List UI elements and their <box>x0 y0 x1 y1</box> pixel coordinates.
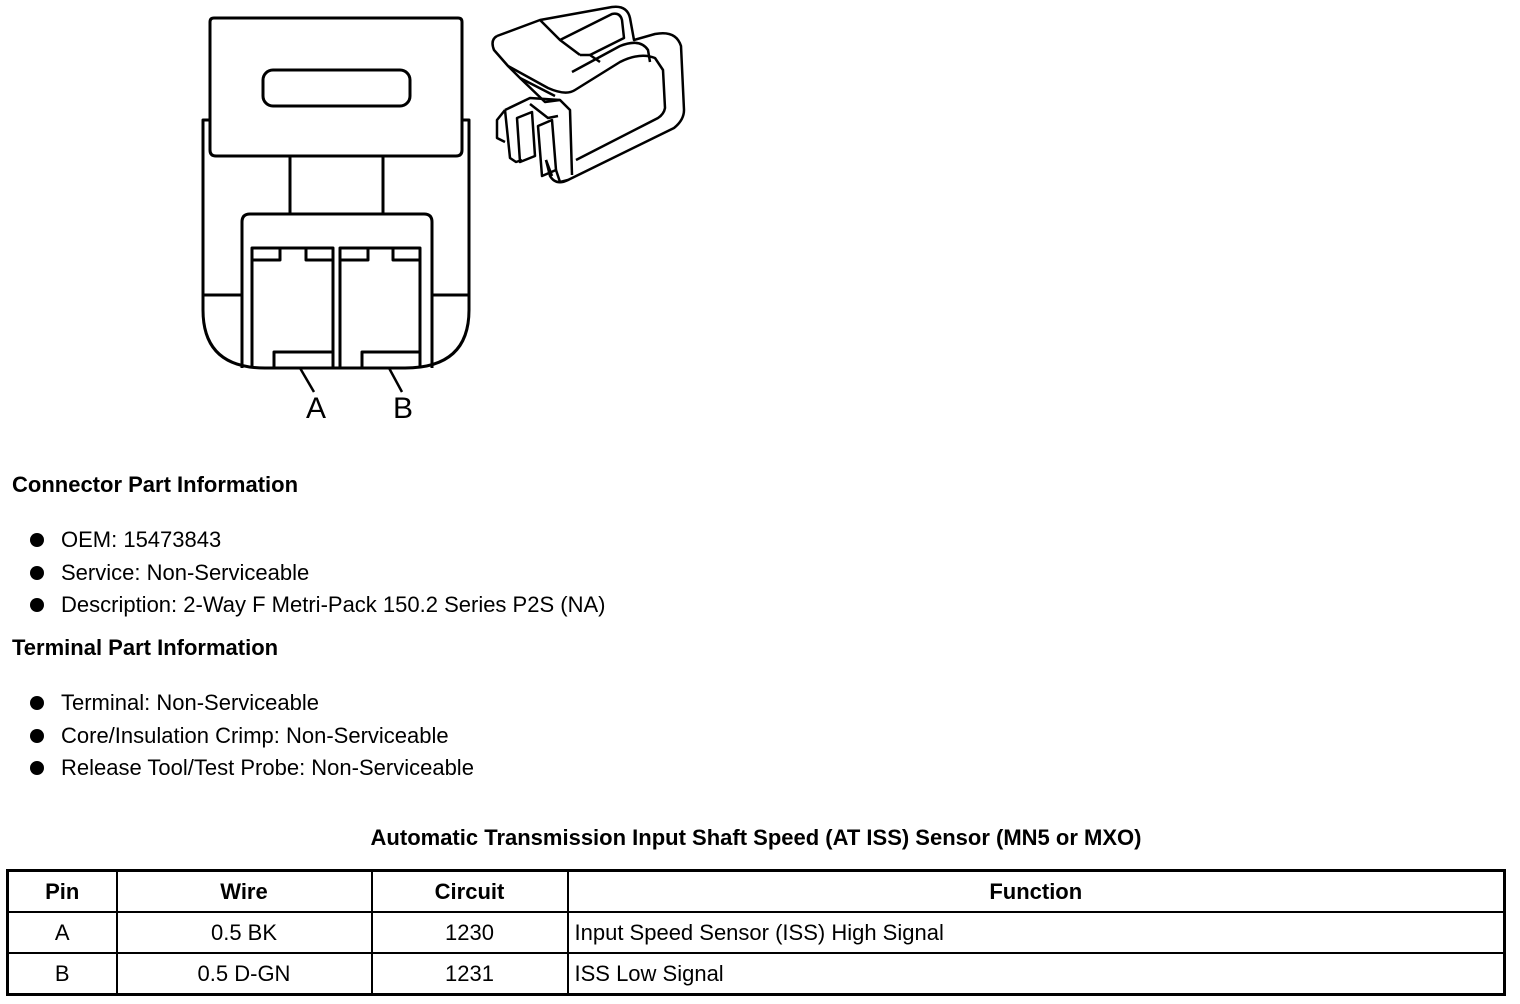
pin-b-label: B <box>393 392 414 425</box>
cell-wire: 0.5 BK <box>115 911 373 954</box>
column-header-pin: Pin <box>6 869 118 913</box>
column-header-circuit: Circuit <box>370 869 569 913</box>
list-item: Terminal: Non-Serviceable <box>30 687 474 720</box>
table-row: A 0.5 BK 1230 Input Speed Sensor (ISS) H… <box>6 911 1506 954</box>
bullet-icon <box>30 533 44 547</box>
list-item: OEM: 15473843 <box>30 524 605 557</box>
bullet-icon <box>30 696 44 710</box>
terminal-part-info-heading: Terminal Part Information <box>12 635 279 660</box>
cell-pin: A <box>6 911 118 954</box>
connector-part-info-heading: Connector Part Information <box>12 472 299 497</box>
column-header-function: Function <box>566 869 1506 913</box>
connector-diagram: A B <box>0 0 720 440</box>
cell-pin: B <box>6 952 118 996</box>
connector-part-info-list: OEM: 15473843 Service: Non-Serviceable D… <box>30 524 605 622</box>
list-item-text: Service: Non-Serviceable <box>61 559 310 585</box>
list-item: Release Tool/Test Probe: Non-Serviceable <box>30 752 474 785</box>
cell-function: Input Speed Sensor (ISS) High Signal <box>566 911 1506 954</box>
list-item: Service: Non-Serviceable <box>30 557 605 590</box>
list-item-text: Description: 2-Way F Metri-Pack 150.2 Se… <box>61 592 606 617</box>
connector-isometric-view <box>491 5 686 184</box>
cell-circuit: 1231 <box>370 952 569 996</box>
list-item-text: Release Tool/Test Probe: Non-Serviceable <box>61 755 474 780</box>
table-header-row: Pin Wire Circuit Function <box>6 869 1506 913</box>
pin-table-title: Automatic Transmission Input Shaft Speed… <box>370 825 1142 850</box>
connector-drawing <box>201 5 686 393</box>
column-header-wire: Wire <box>115 869 373 913</box>
cell-wire: 0.5 D-GN <box>115 952 373 996</box>
list-item: Description: 2-Way F Metri-Pack 150.2 Se… <box>30 589 605 622</box>
bullet-icon <box>30 598 44 612</box>
cell-circuit: 1230 <box>370 911 569 954</box>
list-item-text: Core/Insulation Crimp: Non-Serviceable <box>61 722 449 748</box>
table-row: B 0.5 D-GN 1231 ISS Low Signal <box>6 952 1506 996</box>
pin-table: Pin Wire Circuit Function A 0.5 BK 1230 … <box>6 869 1506 996</box>
list-item-text: Terminal: Non-Serviceable <box>61 690 319 715</box>
cell-function: ISS Low Signal <box>566 952 1506 996</box>
pin-a-label: A <box>306 392 327 425</box>
list-item-text: OEM: 15473843 <box>61 527 222 552</box>
bullet-icon <box>30 565 44 580</box>
bullet-icon <box>30 761 44 775</box>
terminal-part-info-list: Terminal: Non-Serviceable Core/Insulatio… <box>30 687 474 785</box>
bullet-icon <box>30 728 44 743</box>
list-item: Core/Insulation Crimp: Non-Serviceable <box>30 720 474 753</box>
connector-face-view <box>201 16 471 393</box>
